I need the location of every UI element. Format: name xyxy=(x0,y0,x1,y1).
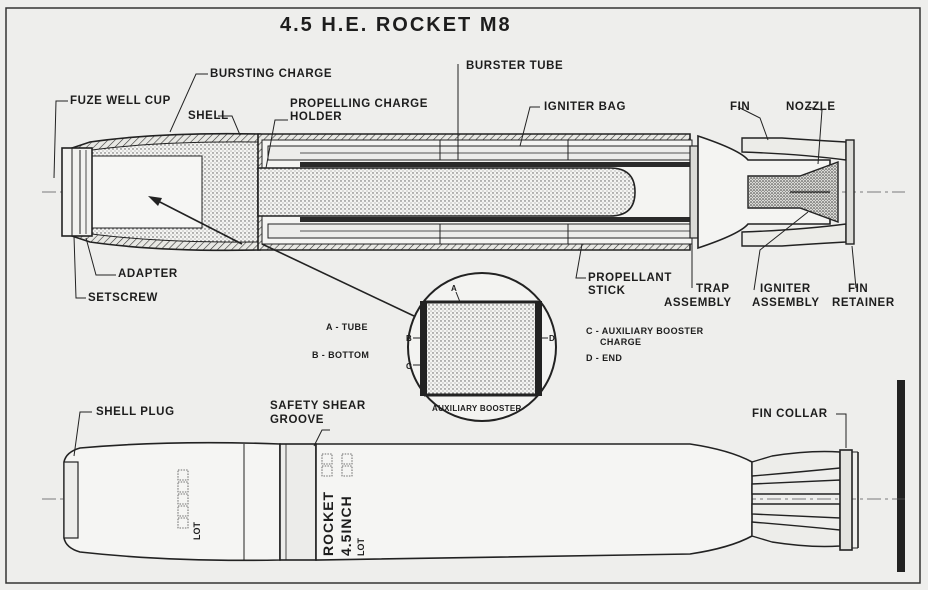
label-holder: HOLDER xyxy=(290,111,343,123)
label-igniter-bag: IGNITER BAG xyxy=(544,101,626,113)
label-trap-assembly: ASSEMBLY xyxy=(664,297,732,309)
label-fin: FIN xyxy=(730,101,751,113)
label-safety-shear: SAFETY SHEAR xyxy=(270,400,366,412)
label-stick: STICK xyxy=(588,285,626,297)
label-retainer: RETAINER xyxy=(832,297,895,309)
inset-letter-d: D xyxy=(549,334,556,343)
label-fin-2: FIN xyxy=(848,283,869,295)
frame-border xyxy=(5,7,921,584)
label-nozzle: NOZZLE xyxy=(786,101,836,113)
edge-bar xyxy=(897,380,905,572)
inset-letter-a: A xyxy=(451,284,458,293)
leader-lines-upper xyxy=(53,64,857,299)
label-propellant: PROPELLANT xyxy=(588,272,672,284)
leader-lines-lower xyxy=(73,411,847,457)
legend-c-charge: CHARGE xyxy=(600,337,642,347)
label-fin-collar: FIN COLLAR xyxy=(752,408,828,420)
legend-a: A - TUBE xyxy=(326,322,368,332)
marking-caliber: 4.5INCH xyxy=(338,495,354,556)
auxiliary-booster-inset xyxy=(261,243,557,422)
inset-letter-b: B xyxy=(406,334,413,343)
inset-letter-c: C xyxy=(406,362,413,371)
marking-rocket: ROCKET xyxy=(320,490,336,556)
label-groove: GROOVE xyxy=(270,414,325,426)
cross-section-view xyxy=(42,132,905,252)
legend-c: C - AUXILIARY BOOSTER xyxy=(586,326,704,336)
label-trap: TRAP xyxy=(696,283,730,295)
legend-b: B - BOTTOM xyxy=(312,350,370,360)
diagram-title: 4.5 H.E. ROCKET M8 xyxy=(280,14,512,36)
label-fuze-well-cup: FUZE WELL CUP xyxy=(70,95,171,107)
label-igniter-assembly: ASSEMBLY xyxy=(752,297,820,309)
marking-lot: LOT xyxy=(356,538,366,556)
legend-d: D - END xyxy=(586,353,623,363)
label-shell-plug: SHELL PLUG xyxy=(96,406,175,418)
label-shell: SHELL xyxy=(188,110,229,122)
label-setscrew: SETSCREW xyxy=(88,292,158,304)
label-burster-tube: BURSTER TUBE xyxy=(466,60,564,72)
label-bursting-charge: BURSTING CHARGE xyxy=(210,68,333,80)
inset-caption: AUXILIARY BOOSTER xyxy=(432,404,522,413)
marking-lot-nose: LOT xyxy=(192,522,202,540)
label-igniter: IGNITER xyxy=(760,283,811,295)
exterior-view xyxy=(42,441,905,562)
label-propelling-charge: PROPELLING CHARGE xyxy=(290,98,428,110)
label-adapter: ADAPTER xyxy=(118,268,178,280)
